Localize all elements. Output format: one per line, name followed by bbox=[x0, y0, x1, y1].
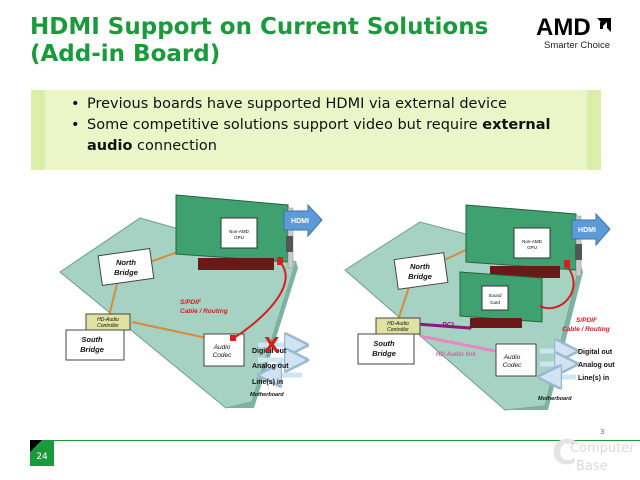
bullet-emphasis: external audio bbox=[87, 117, 551, 154]
amd-logo: AMD Smarter Choice bbox=[536, 14, 636, 51]
left-spdif-label-2: Cable / Routing bbox=[180, 308, 228, 315]
right-codec-label-2: Codec bbox=[503, 362, 523, 369]
logo-tagline: Smarter Choice bbox=[544, 40, 610, 51]
right-spdif-label-1: S/PDIF bbox=[576, 317, 598, 324]
page-number: 24 bbox=[36, 452, 48, 462]
left-digital-out-label: Digital out bbox=[252, 348, 287, 355]
right-gpu-label-1: Non-AMD bbox=[522, 239, 543, 244]
right-hd-audio-link bbox=[419, 334, 501, 354]
right-hd-audio-link-label: HD-Audio link bbox=[436, 352, 476, 358]
left-audio-codec bbox=[203, 333, 245, 367]
bullet-box-right-edge bbox=[587, 90, 601, 170]
left-dvi-port bbox=[286, 236, 293, 252]
left-spdif-plug bbox=[277, 257, 283, 265]
left-line-in-label: Line(s) in bbox=[252, 379, 283, 386]
right-audio-codec bbox=[495, 343, 537, 377]
left-north-bridge bbox=[97, 247, 155, 287]
right-hda-label-1: HD-Audio bbox=[387, 321, 409, 327]
left-card-connector bbox=[198, 258, 274, 270]
right-hda-label-2: Controller bbox=[387, 327, 409, 333]
left-spdif-header bbox=[230, 335, 236, 341]
bullet-list: Previous boards have supported HDMI via … bbox=[71, 94, 581, 157]
left-north-bridge-label-1: North bbox=[116, 258, 136, 267]
bullet-item-2: Some competitive solutions support video… bbox=[71, 115, 581, 157]
slide-title: HDMI Support on Current Solutions (Add-i… bbox=[30, 14, 510, 68]
watermark-letter-c: C bbox=[552, 433, 577, 473]
right-gpu-label-2: GPU bbox=[527, 245, 537, 250]
logo-brand: AMD bbox=[536, 14, 591, 41]
amd-arrow-icon bbox=[596, 18, 611, 32]
left-south-bridge-label-2: Bridge bbox=[80, 345, 104, 354]
right-dvi-port bbox=[575, 244, 582, 260]
left-hda-label-2: Controller bbox=[97, 323, 119, 329]
left-gpu-chip bbox=[220, 217, 258, 249]
corner-number: 3 bbox=[600, 428, 605, 436]
title-line-1: HDMI Support on Current Solutions bbox=[30, 14, 489, 40]
left-trace-hda-codec bbox=[131, 321, 217, 341]
right-south-bridge bbox=[357, 333, 415, 365]
right-south-bridge-label-2: Bridge bbox=[372, 349, 396, 358]
right-gpu-chip bbox=[513, 227, 551, 259]
computerbase-watermark: C Computer Base bbox=[552, 433, 635, 474]
left-codec-label-2: Codec bbox=[213, 352, 233, 359]
right-codec-label-1: Audio bbox=[503, 354, 521, 361]
left-gpu-label-2: GPU bbox=[234, 235, 244, 240]
bullet-box-left-edge bbox=[31, 90, 45, 170]
left-analog-out-label: Analog out bbox=[252, 363, 289, 370]
left-hda-label-1: HD-Audio bbox=[97, 317, 119, 323]
bullet-item-1: Previous boards have supported HDMI via … bbox=[71, 94, 581, 115]
left-codec-label-1: Audio bbox=[213, 344, 231, 351]
right-analog-out-label: Analog out bbox=[578, 362, 615, 369]
left-gpu-label-1: Non-AMD bbox=[229, 229, 250, 234]
right-motherboard-label: Motherboard bbox=[538, 396, 572, 402]
title-line-2: (Add-in Board) bbox=[30, 41, 221, 67]
left-south-bridge bbox=[65, 329, 125, 361]
right-digital-out-label: Digital out bbox=[578, 349, 613, 356]
page-number-corner bbox=[30, 440, 42, 452]
watermark-line-2: Base bbox=[576, 459, 608, 474]
left-hdmi-label: HDMI bbox=[291, 218, 309, 225]
left-x-mark: X bbox=[264, 333, 280, 357]
right-spdif-plug bbox=[564, 260, 570, 268]
right-pci-label: PCI bbox=[442, 322, 455, 329]
right-sound-chip bbox=[481, 285, 509, 311]
right-north-bridge bbox=[393, 252, 449, 290]
right-hdmi-arrow bbox=[571, 212, 611, 247]
left-hdmi-arrow bbox=[283, 203, 323, 238]
right-sound-card-connector bbox=[470, 318, 522, 328]
right-spdif-cable bbox=[539, 265, 575, 309]
right-line-in-label: Line(s) in bbox=[578, 375, 609, 382]
watermark-line-1: Computer bbox=[570, 441, 635, 456]
left-motherboard-label: Motherboard bbox=[250, 392, 284, 398]
right-sound-card-label-1: Sound bbox=[488, 293, 502, 298]
left-south-bridge-label-1: South bbox=[81, 335, 103, 344]
right-spdif-label-2: Cable / Routing bbox=[562, 326, 610, 333]
left-north-bridge-label-2: Bridge bbox=[114, 268, 138, 277]
left-spdif-label-1: S/PDIF bbox=[180, 299, 202, 306]
right-hdmi-label: HDMI bbox=[578, 227, 596, 234]
right-south-bridge-label-1: South bbox=[373, 339, 395, 348]
right-sound-card-label-2: Card bbox=[490, 300, 500, 305]
right-north-bridge-label-2: Bridge bbox=[408, 272, 432, 281]
left-spdif-cable bbox=[233, 261, 287, 339]
right-diagram: Non-AMD GPU HDMI Sound Card North Bridge… bbox=[344, 204, 615, 411]
right-north-bridge-label-1: North bbox=[410, 262, 430, 271]
bullet-box: Previous boards have supported HDMI via … bbox=[31, 90, 601, 170]
left-diagram: Non-AMD GPU HDMI North Bridge HD-Audio C… bbox=[59, 194, 323, 409]
footer-divider bbox=[40, 440, 640, 441]
